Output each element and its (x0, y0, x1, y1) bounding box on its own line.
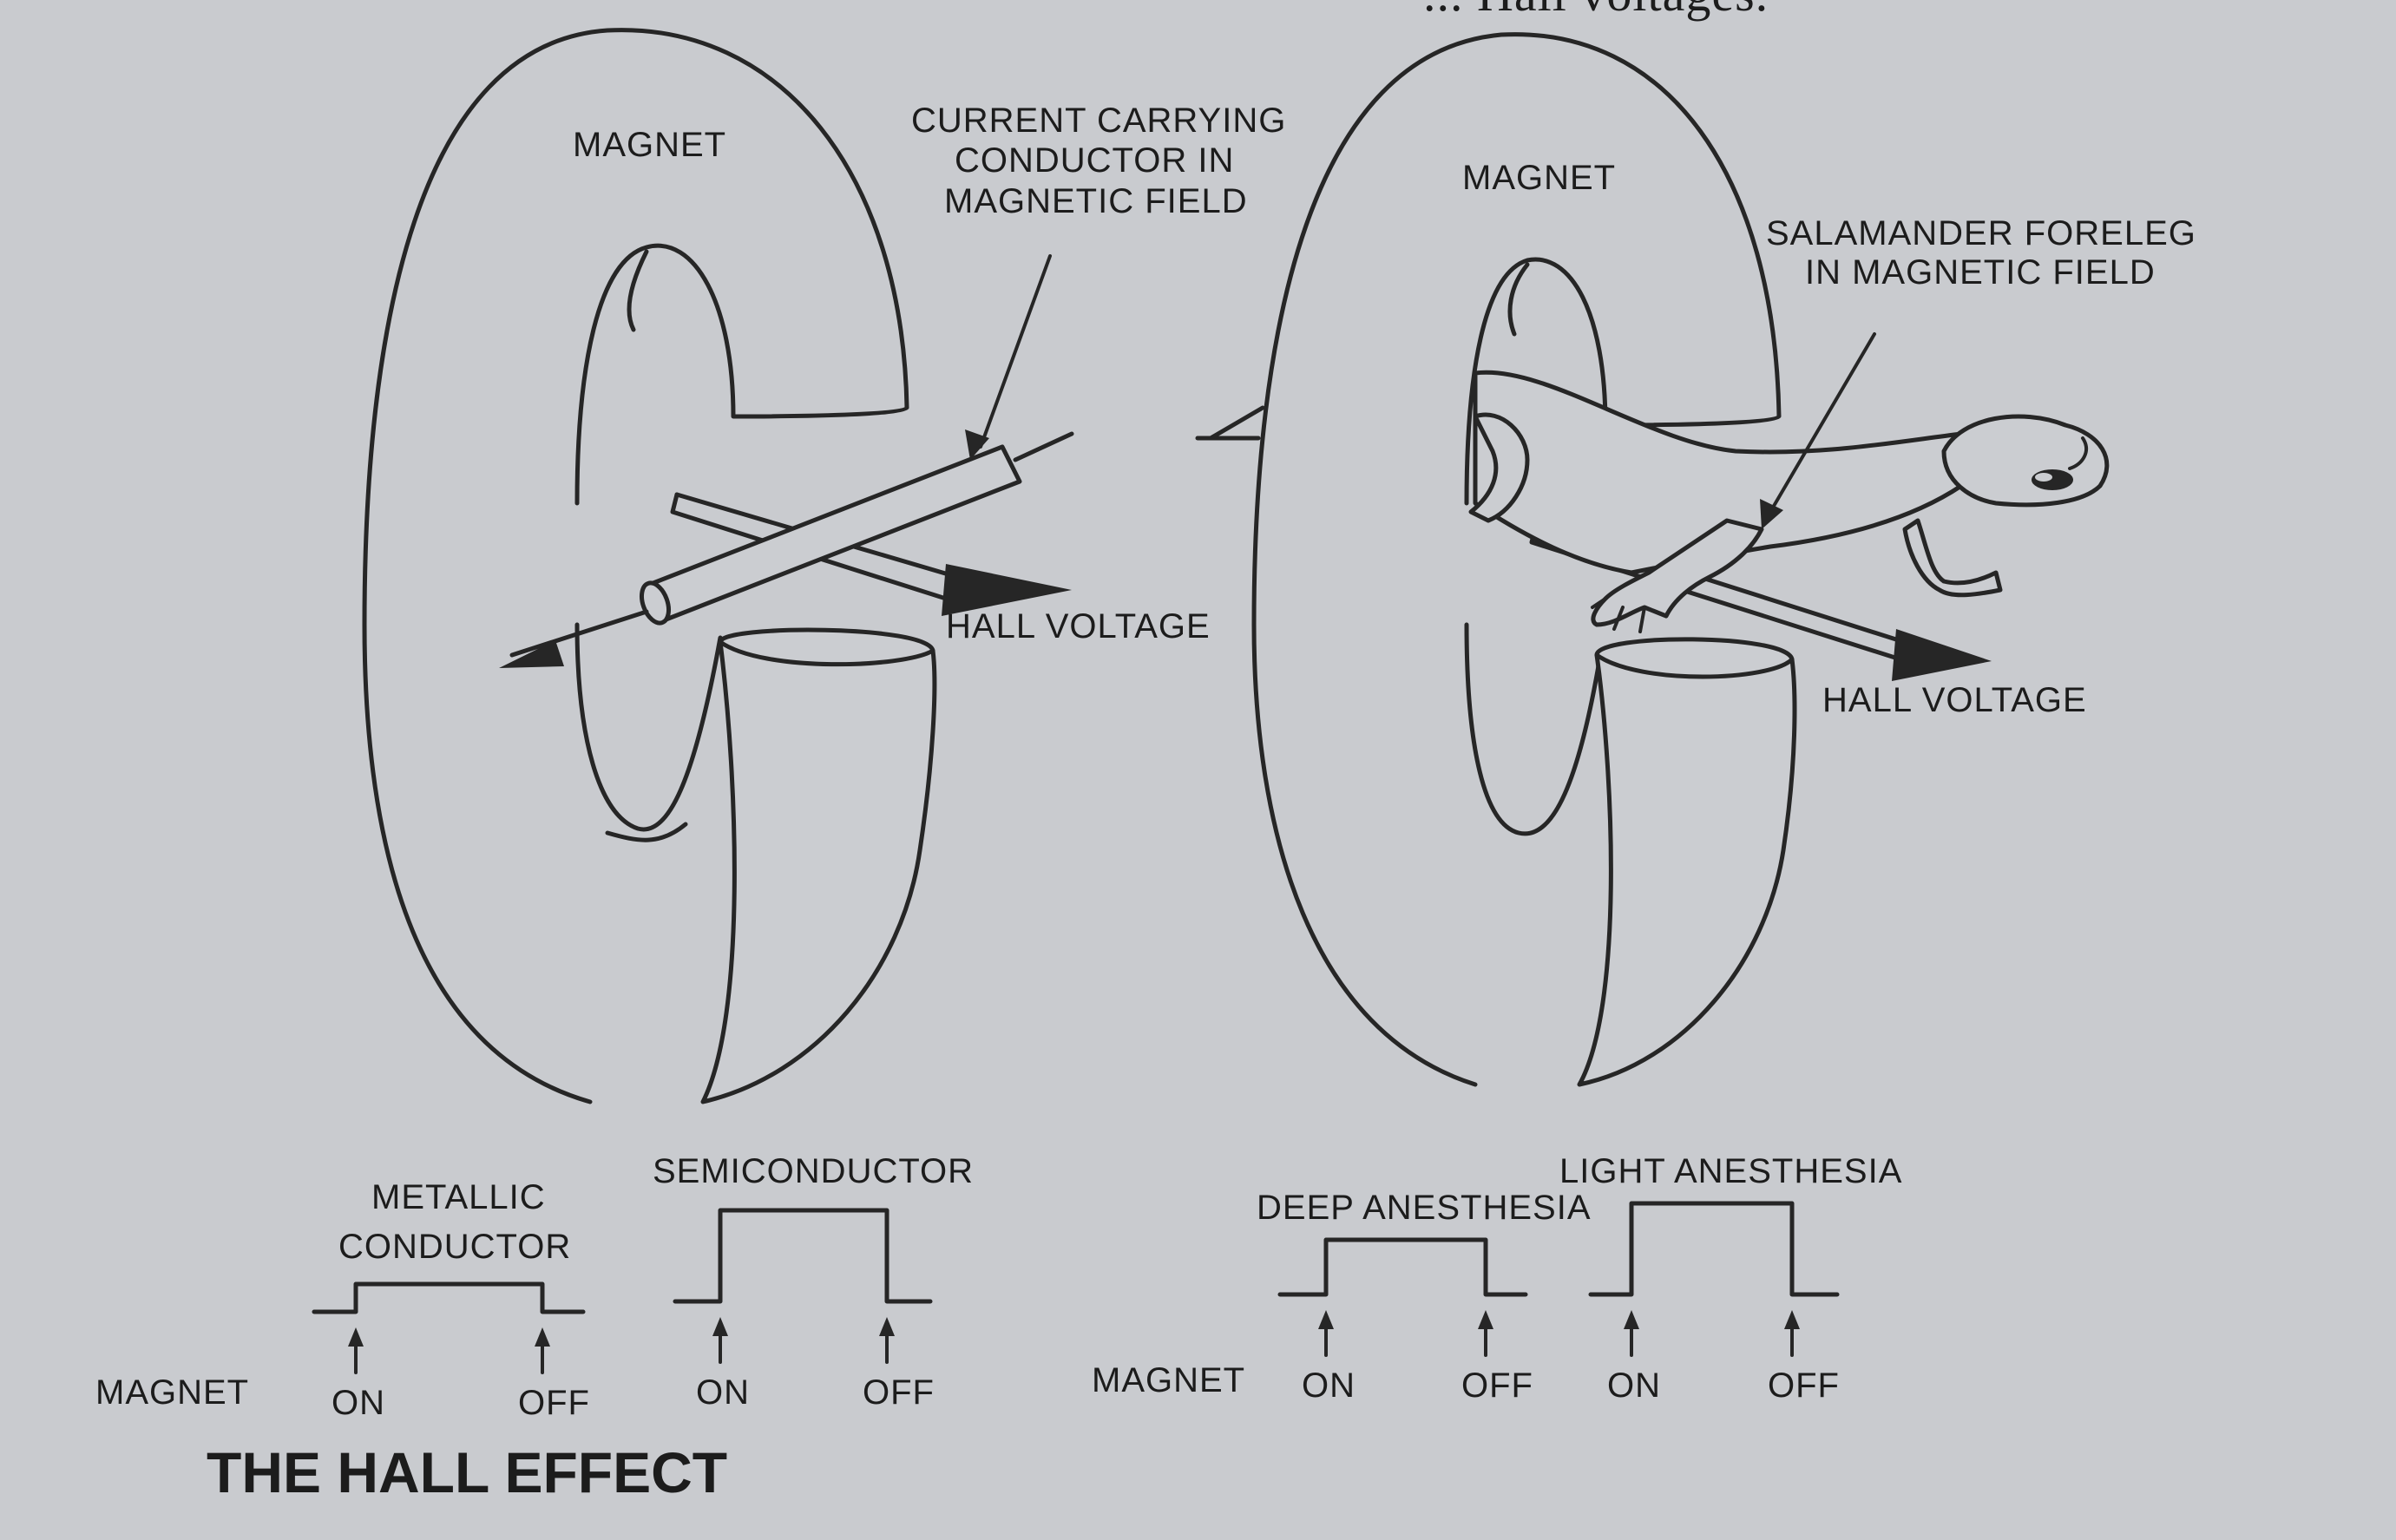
left-trace-2-label-line1: SEMICONDUCTOR (653, 1152, 974, 1190)
left-magnet-row-label: MAGNET (95, 1373, 249, 1412)
right-foreleg-pointer (1769, 332, 1876, 514)
left-conductor-rod (499, 431, 1074, 668)
left-trace-2-off-arrowhead (879, 1317, 895, 1336)
right-trace-1-label-line1: DEEP ANESTHESIA (1257, 1189, 1592, 1227)
left-trace-2-off-label: OFF (863, 1373, 935, 1412)
right-trace-1-off-label: OFF (1461, 1366, 1533, 1405)
left-conductor-label-line2: CONDUCTOR IN (955, 141, 1234, 180)
left-magnet (362, 28, 937, 1104)
right-magnet-label: MAGNET (1462, 159, 1616, 197)
right-trace-1-off-arrowhead (1478, 1310, 1493, 1329)
left-hall-voltage-label: HALL VOLTAGE (946, 607, 1211, 645)
right-magnet (1195, 32, 1797, 1087)
header-fragment: ... Hall voltages. (1423, 0, 1769, 22)
left-trace-2-pulse (673, 1208, 933, 1304)
left-trace-1-off-arrowhead (535, 1327, 550, 1347)
right-magnet-row-label: MAGNET (1092, 1361, 1245, 1399)
left-conductor-label-line3: MAGNETIC FIELD (944, 182, 1248, 220)
left-trace-1-on-arrowhead (348, 1327, 364, 1347)
left-trace-2-on-arrowhead (712, 1317, 728, 1336)
right-trace-1-on-arrowhead (1318, 1310, 1334, 1329)
left-trace-1-label-line2: CONDUCTOR (338, 1228, 571, 1266)
right-foreleg-label-line1: SALAMANDER FORELEG (1766, 214, 2196, 252)
right-trace-2-off-arrowhead (1784, 1310, 1800, 1329)
salamander-foreleg (1468, 370, 2110, 633)
left-traces: ON OFF METALLIC CONDUCTOR ON OFF SEMICONDUCTOR (312, 1152, 974, 1422)
left-conductor-label-line1: CURRENT CARRYING (911, 102, 1286, 140)
left-magnet-label: MAGNET (573, 126, 726, 164)
figure-caption: THE HALL EFFECT (207, 1440, 727, 1504)
right-trace-2-label-line1: LIGHT ANESTHESIA (1559, 1152, 1902, 1190)
right-trace-1-on-label: ON (1302, 1366, 1356, 1405)
left-trace-2-on-label: ON (696, 1373, 750, 1412)
right-trace-2-on-arrowhead (1624, 1310, 1639, 1329)
left-trace-1-off-label: OFF (518, 1384, 590, 1422)
left-conductor-pointer (979, 254, 1052, 449)
right-trace-2-pulse (1588, 1201, 1840, 1297)
right-trace-2-on-label: ON (1607, 1366, 1661, 1405)
right-trace-2-off-label: OFF (1768, 1366, 1840, 1405)
right-traces: ON OFF DEEP ANESTHESIA ON OFF LIGHT ANESTHESI… (1257, 1152, 1902, 1405)
left-trace-1-label-line1: METALLIC (371, 1178, 546, 1216)
left-trace-1-pulse (312, 1281, 586, 1314)
right-trace-1-pulse (1277, 1237, 1528, 1297)
right-hall-voltage-label: HALL VOLTAGE (1822, 681, 2087, 719)
left-trace-1-on-label: ON (332, 1384, 385, 1422)
right-foreleg-label-line2: IN MAGNETIC FIELD (1805, 253, 2156, 292)
